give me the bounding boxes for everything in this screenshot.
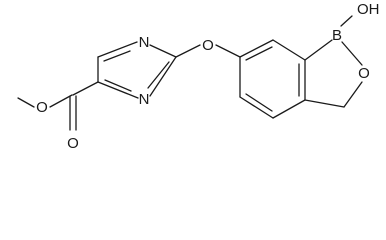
bond-ar-boron [304, 39, 333, 61]
atom-ester-O-single: O [36, 99, 48, 116]
bond-c2-n1-inner [147, 61, 170, 89]
atom-ester-O-double: O [67, 135, 79, 152]
bond-ring-O-CH2 [343, 81, 363, 108]
atom-boron: B [332, 27, 342, 44]
atom-pyrimidine-N-lower: N [139, 91, 150, 108]
bond-c6-c5-inner [104, 79, 132, 92]
bond-carbonyl-ring [72, 81, 99, 96]
bond-ester-O-carbonyl [49, 94, 73, 108]
bonds [17, 15, 363, 131]
atom-pyrimidine-N-upper: N [139, 34, 150, 51]
bond-n1-c6 [97, 81, 139, 99]
atom-ring-O: O [358, 65, 370, 82]
bond-n3-c2 [149, 44, 177, 58]
bond-ar-1 [239, 39, 274, 58]
bond-methyl [17, 97, 35, 108]
bond-boron-ring-O [341, 41, 363, 66]
bond-ar-2 [272, 39, 306, 61]
bond-ar-1-inner [245, 46, 273, 61]
bond-boron-OH [340, 15, 353, 27]
atom-labels: O O N N O B OH O [36, 1, 379, 152]
structure-diagram: O O N N O B OH O [17, 1, 380, 152]
bond-CH2-ar [304, 99, 345, 108]
atom-ether-O: O [202, 37, 214, 54]
bond-ar-5 [239, 96, 274, 119]
bond-ether-O-aryl [215, 44, 241, 58]
atom-hydroxyl: OH [357, 1, 380, 18]
bond-c2-n1 [149, 56, 177, 97]
bond-ar-4 [272, 99, 306, 119]
bond-c2-ether-O [175, 44, 201, 58]
bond-c4-n3-inner [103, 50, 131, 62]
bond-c4-n3 [97, 41, 138, 58]
bond-ar-5-inner [245, 93, 273, 112]
